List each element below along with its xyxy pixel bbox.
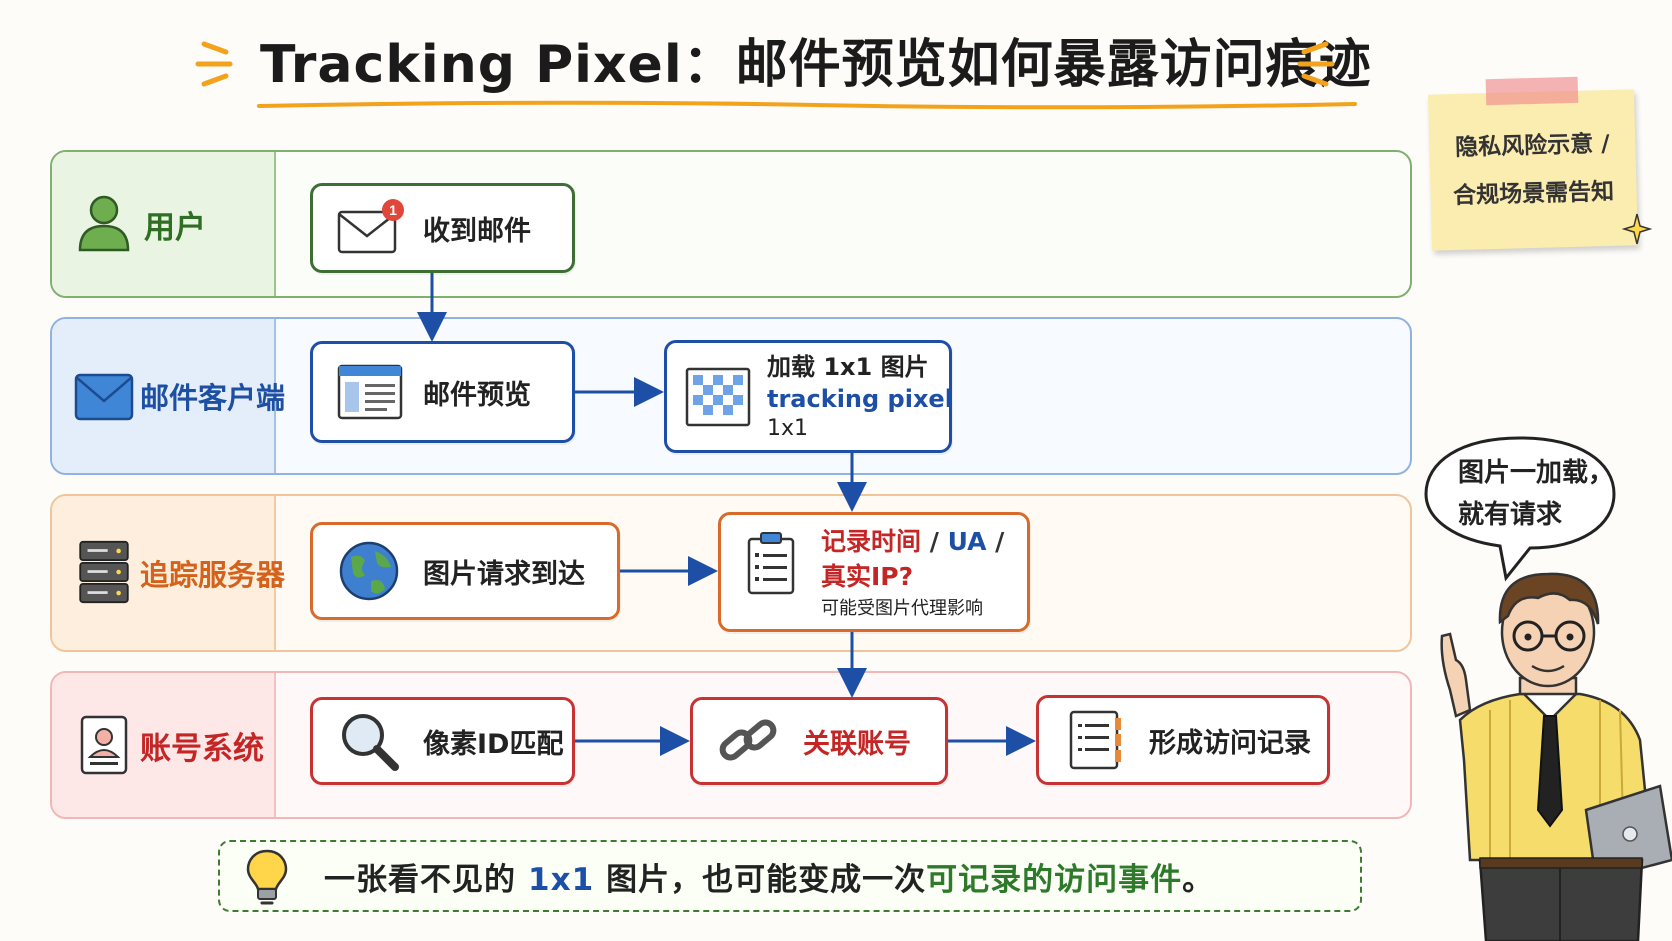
speech-bubble xyxy=(1424,436,1616,582)
lane-server-label: 追踪服务器 xyxy=(140,558,286,592)
notification-badge: 1 xyxy=(389,202,397,218)
star-sparkle-icon xyxy=(1622,213,1652,245)
record-ua-text: UA xyxy=(947,527,987,556)
node-link-label: 关联账号 xyxy=(803,728,911,760)
record-separator-1: / xyxy=(921,527,948,556)
lane-client-header: 邮件客户端 xyxy=(52,319,285,473)
mail-notification-icon: 1 xyxy=(337,199,404,254)
chain-link-icon xyxy=(719,719,777,761)
envelope-icon xyxy=(74,373,134,421)
title-underline xyxy=(257,100,1357,110)
speech-bubble-line2: 就有请求 xyxy=(1458,500,1563,530)
node-pixelid-label: 像素ID匹配 xyxy=(423,728,564,760)
node-mail-preview: 邮件预览 xyxy=(310,341,575,443)
node-record-info: 记录时间 / UA / 真实IP? 可能受图片代理影响 xyxy=(718,512,1030,632)
record-time-text: 记录时间 xyxy=(821,527,922,556)
magnifier-icon xyxy=(342,714,399,771)
footer-text-end: 。 xyxy=(1182,861,1215,898)
notebook-icon xyxy=(1069,710,1121,770)
sticky-note-line1: 隐私风险示意 / xyxy=(1454,130,1610,162)
lightbulb-icon xyxy=(246,849,288,905)
node-pixel-line3: 1x1 xyxy=(767,415,809,441)
right-sparkle-icon xyxy=(1297,41,1335,87)
lane-server-header: 追踪服务器 xyxy=(52,496,285,650)
presenter-illustration xyxy=(1440,572,1672,941)
tape-strip xyxy=(1485,76,1579,106)
lane-user-label: 用户 xyxy=(144,209,206,246)
sticky-note-line2: 合规场景需告知 xyxy=(1452,178,1615,210)
globe-icon xyxy=(339,541,399,601)
clipboard-icon xyxy=(747,532,795,595)
lane-user-header: 用户 xyxy=(52,152,276,296)
speech-bubble-line1: 图片一加载， xyxy=(1458,458,1615,488)
node-pixel-line1: 加载 1x1 图片 xyxy=(767,352,929,381)
server-icon xyxy=(79,540,129,604)
lane-user: 用户 xyxy=(50,150,1412,298)
lane-account-header: 账号系统 xyxy=(52,673,276,817)
lane-client-label: 邮件客户端 xyxy=(140,381,286,415)
node-load-pixel: 加载 1x1 图片 tracking pixel 1x1 xyxy=(664,340,953,453)
node-pixel-line2: tracking pixel xyxy=(767,384,953,413)
footer-text-part1: 一张看不见的 xyxy=(324,861,516,898)
speech-bubble-text: 图片一加载， 就有请求 xyxy=(1458,452,1638,536)
node-preview-label: 邮件预览 xyxy=(423,379,531,411)
node-image-request: 图片请求到达 xyxy=(310,522,620,620)
node-link-account: 关联账号 xyxy=(690,697,948,785)
footer-text-part3: 图片，也可能变成一次 xyxy=(606,861,927,898)
sticky-note: 隐私风险示意 / 合规场景需告知 xyxy=(1427,76,1639,251)
id-card-icon xyxy=(80,715,128,775)
user-icon xyxy=(78,195,130,252)
footer-text-size: 1x1 xyxy=(528,861,595,898)
lane-account-label: 账号系统 xyxy=(140,730,264,767)
footer-note: 一张看不见的 1x1 图片，也可能变成一次可记录的访问事件。 xyxy=(218,840,1362,912)
page-title: Tracking Pixel：邮件预览如何暴露访问痕迹 xyxy=(260,35,1372,95)
node-receive-mail: 1 收到邮件 xyxy=(310,183,575,273)
node-request-label: 图片请求到达 xyxy=(423,558,585,590)
left-sparkle-icon xyxy=(195,41,233,87)
record-separator-2: / xyxy=(986,527,1005,556)
window-icon xyxy=(337,364,403,420)
node-log-label: 形成访问记录 xyxy=(1149,727,1311,759)
record-ip-text: 真实IP? xyxy=(821,562,914,591)
node-pixel-id-match: 像素ID匹配 xyxy=(310,697,575,785)
record-proxy-note: 可能受图片代理影响 xyxy=(821,598,983,619)
footer-text-highlight: 可记录的访问事件 xyxy=(926,861,1183,898)
checkerboard-icon xyxy=(685,367,751,426)
node-receive-label: 收到邮件 xyxy=(423,215,531,247)
node-access-log: 形成访问记录 xyxy=(1036,695,1330,785)
